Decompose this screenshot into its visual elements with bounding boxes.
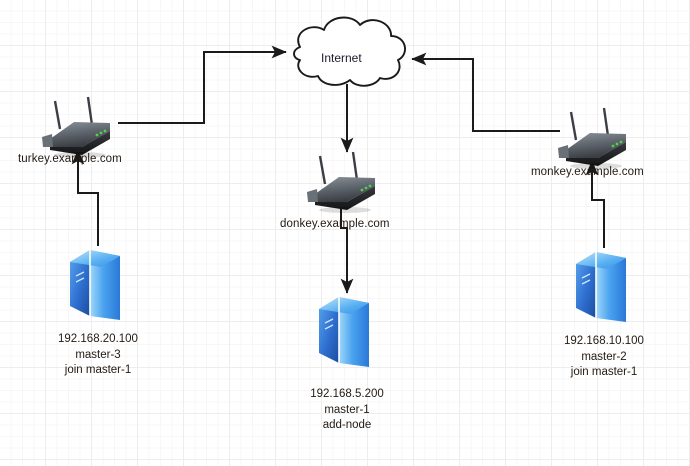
server-role-master-1: add-node xyxy=(322,419,372,431)
cloud-label: Internet xyxy=(321,51,362,65)
router-icon-turkey xyxy=(42,96,110,158)
server-ip-master-2: 192.168.10.100 xyxy=(564,335,644,347)
connector-master3-to-turkey xyxy=(71,149,99,246)
server-name-master-2: master-2 xyxy=(581,350,627,363)
connector-monkey-to-internet xyxy=(411,52,560,132)
connector-donkey-to-master1 xyxy=(340,205,354,294)
server-label-master-1: 192.168.5.200 master-1 add-node xyxy=(287,387,407,434)
connector-master2-to-monkey xyxy=(585,160,605,248)
server-role-master-3: join master-1 xyxy=(64,364,132,376)
cloud-icon xyxy=(293,16,406,87)
server-icon-master-2 xyxy=(576,252,626,322)
server-name-master-3: master-3 xyxy=(75,348,121,361)
server-ip-master-3: 192.168.20.100 xyxy=(58,333,138,345)
server-role-master-2: join master-1 xyxy=(570,366,638,378)
server-label-master-2: 192.168.10.100 master-2 join master-1 xyxy=(544,334,664,381)
connector-turkey-to-internet xyxy=(118,45,287,124)
server-icon-master-1 xyxy=(319,297,369,367)
server-name-master-1: master-1 xyxy=(324,403,370,416)
router-label-donkey: donkey.example.com xyxy=(280,218,390,230)
router-icon-donkey xyxy=(307,151,375,213)
server-label-master-3: 192.168.20.100 master-3 join master-1 xyxy=(38,332,158,379)
router-label-turkey: turkey.example.com xyxy=(18,153,122,165)
router-label-monkey: monkey.example.com xyxy=(531,166,644,178)
server-ip-master-1: 192.168.5.200 xyxy=(310,388,384,400)
router-icon-monkey xyxy=(558,107,626,169)
server-icon-master-3 xyxy=(70,250,120,320)
